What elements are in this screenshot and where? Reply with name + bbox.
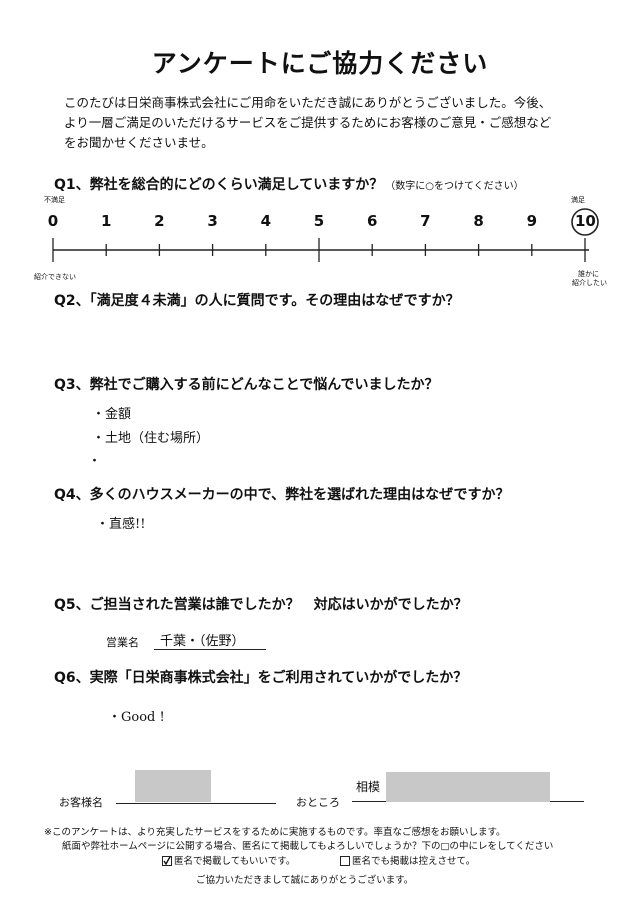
checkmark-icon <box>163 856 171 865</box>
q4-answer: ・直感!! <box>96 517 146 532</box>
customer-name-underline <box>116 803 276 804</box>
anonymous-decline-label: 匿名でも掲載は控えさせて。 <box>352 856 476 867</box>
address-label: おところ <box>296 796 340 809</box>
footer-note-1: ※このアンケートは、より充実したサービスをするために実施するものです。率直なご感… <box>44 827 506 838</box>
intro-text: このたびは日栄商事株式会社にご用命をいただき誠にありがとうございました。今後、 … <box>64 93 594 153</box>
customer-name-label: お客様名 <box>59 796 103 809</box>
scale-number-9[interactable]: 9 <box>526 212 538 230</box>
thanks-text: ご協力いただきまして誠にありがとうございます。 <box>196 875 414 886</box>
scale-number-3[interactable]: 3 <box>207 212 218 230</box>
scale-number-10[interactable]: 10 <box>575 212 596 230</box>
scale-number-4[interactable]: 4 <box>260 212 272 230</box>
scale-right-top-label: 満足 <box>571 196 585 204</box>
scale-left-top-label: 不満足 <box>44 196 65 204</box>
question-1-label: Q1、弊社を総合的にどのくらい満足していますか？ <box>54 177 384 193</box>
q3-answer-1: ・金額 <box>92 407 132 422</box>
intro-line: をお聞かせくださいませ。 <box>64 135 214 150</box>
question-4: Q4、多くのハウスメーカーの中で、弊社を選ばれた理由はなぜですか？ <box>54 487 510 503</box>
page-title: アンケートにご協力ください <box>151 49 489 78</box>
q3-answer-2: ・土地（住む場所） <box>92 431 210 446</box>
question-5: Q5、ご担当された営業は誰でしたか？ 対応はいかがでしたか？ <box>54 597 468 613</box>
scale-number-5[interactable]: 5 <box>313 212 325 230</box>
intro-line: より一層ご満足のいただけるサービスをご提供するためにお客様のご意見・ご感想など <box>64 115 552 130</box>
redacted-address <box>386 772 550 802</box>
question-1: Q1、弊社を総合的にどのくらい満足していますか？（数字に○をつけてください） <box>54 174 524 194</box>
footer-note-2: 紙面や弊社ホームページに公開する場合、匿名にて掲載してもよろしいでしょうか？下の… <box>62 841 554 852</box>
anonymous-ok-checkbox[interactable] <box>162 855 172 866</box>
sales-name-value: 千葉・（佐野） <box>160 634 245 649</box>
scale-axis <box>52 208 599 262</box>
anonymous-decline-checkbox[interactable] <box>340 855 350 866</box>
scale-number-1[interactable]: 1 <box>100 212 112 230</box>
intro-line: このたびは日栄商事株式会社にご用命をいただき誠にありがとうございました。今後、 <box>64 95 552 110</box>
anonymous-ok-option[interactable]: 匿名で掲載してもいいです。 <box>162 853 295 867</box>
scale-number-8[interactable]: 8 <box>473 212 484 230</box>
q6-answer: ・Good ! <box>108 710 165 725</box>
scale-right-bottom-label-2: 紹介したい <box>572 279 607 287</box>
redacted-name <box>135 770 211 802</box>
scale-number-6[interactable]: 6 <box>366 212 378 230</box>
question-2: Q2、「満足度４未満」の人に質問です。その理由はなぜですか？ <box>54 293 460 309</box>
scale-number-2[interactable]: 2 <box>154 212 165 230</box>
scale-number-7[interactable]: 7 <box>420 212 431 230</box>
scale-number-0[interactable]: 0 <box>47 212 59 230</box>
question-6: Q6、実際「日栄商事株式会社」をご利用されていかがでしたか？ <box>54 670 468 686</box>
scale-left-bottom-label: 紹介できない <box>34 273 76 281</box>
question-1-note: （数字に○をつけてください） <box>385 181 524 192</box>
scale-right-bottom-label-1: 誰かに <box>578 270 599 278</box>
sales-name-underline <box>154 649 266 650</box>
q3-answer-3: ・ <box>88 454 102 469</box>
selected-circle <box>571 208 599 236</box>
satisfaction-scale: 不満足 満足 0 1 2 3 4 5 6 7 8 9 10 紹介できない 誰かに 紹介したい <box>34 190 607 290</box>
question-3: Q3、弊社でご購入する前にどんなことで悩んでいましたか？ <box>54 377 439 393</box>
anonymous-decline-option[interactable]: 匿名でも掲載は控えさせて。 <box>340 853 475 867</box>
anonymous-ok-label: 匿名で掲載してもいいです。 <box>174 856 296 867</box>
sales-name-label: 営業名 <box>106 636 139 649</box>
address-prefix: 相模 <box>356 780 381 794</box>
